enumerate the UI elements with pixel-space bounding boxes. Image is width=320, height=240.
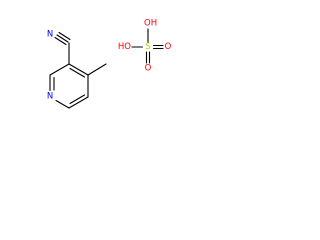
bond-methyl xyxy=(87,63,107,76)
bond-c1-n xyxy=(55,99,70,109)
molecule-methylnicotinonitrile: N N xyxy=(47,30,107,109)
bond-c4-c3-inner xyxy=(69,67,86,78)
atom-ho-left: HO xyxy=(118,42,131,52)
diagram-canvas: N N S OH HO O O xyxy=(47,19,172,109)
bond-c2-c1-inner xyxy=(69,94,86,105)
atom-o-right: O xyxy=(165,42,172,52)
bond-triple-1 xyxy=(56,34,69,43)
atom-oh-top: OH xyxy=(144,19,157,29)
atom-sulfur: S xyxy=(145,42,150,52)
bond-triple-3 xyxy=(54,36,67,46)
atom-o-bottom: O xyxy=(145,64,152,74)
bond-c5-c4 xyxy=(49,63,70,76)
structure-diagram: N N S OH HO O O xyxy=(0,0,194,141)
bond-triple-2 xyxy=(58,31,71,41)
bond-c2-c1 xyxy=(68,96,89,109)
molecule-sulfuric-acid: S OH HO O O xyxy=(118,19,172,74)
atom-ring-n: N xyxy=(47,92,53,102)
bond-c4-c3 xyxy=(68,63,89,76)
atom-nitrile-n: N xyxy=(47,30,53,40)
